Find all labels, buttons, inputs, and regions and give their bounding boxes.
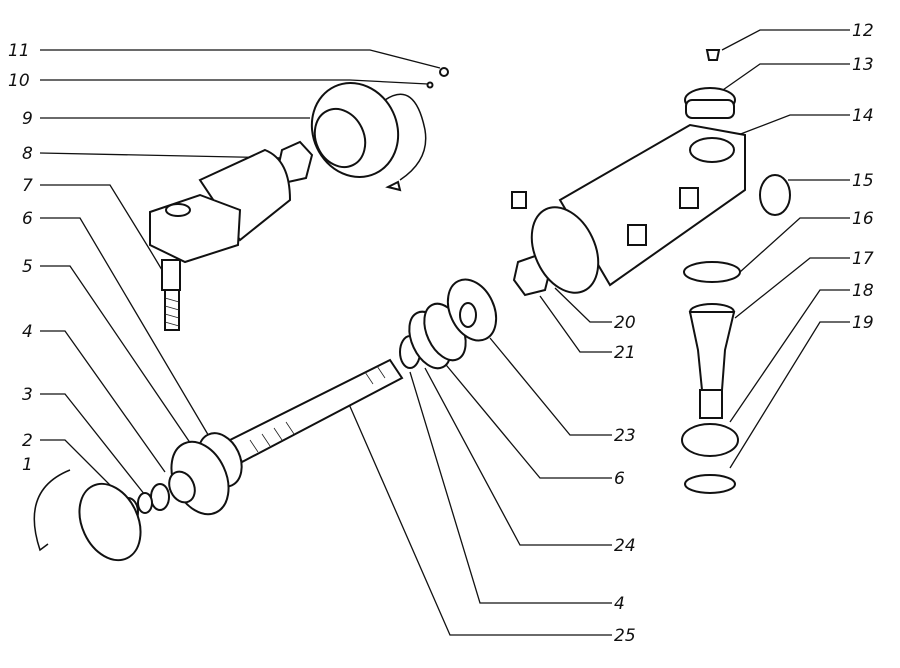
callout-23: 23 [614, 426, 636, 446]
callout-25: 25 [614, 626, 636, 646]
part-16 [683, 261, 741, 283]
part-9 [310, 82, 427, 192]
part-10 [426, 81, 434, 89]
part-12 [705, 49, 721, 61]
callout-10: 10 [8, 71, 30, 91]
callout-18: 18 [852, 281, 874, 301]
part-1 [78, 482, 142, 562]
callout-1: 1 [22, 455, 33, 475]
callout-6-left: 6 [22, 209, 33, 229]
callout-6-right: 6 [614, 469, 625, 489]
callout-11: 11 [8, 41, 30, 61]
callout-9: 9 [22, 109, 33, 129]
part-25 [228, 358, 404, 464]
parts [33, 49, 791, 562]
callout-21: 21 [614, 343, 636, 363]
callout-4-right: 4 [614, 594, 625, 614]
callout-labels: 11 10 9 8 7 6 5 4 3 2 1 12 13 14 15 16 1… [8, 21, 874, 646]
callout-7: 7 [22, 176, 33, 196]
callout-20: 20 [614, 313, 636, 333]
callout-15: 15 [852, 171, 874, 191]
callout-16: 16 [852, 209, 874, 229]
callout-5: 5 [22, 257, 33, 277]
rotation-arrow-left [33, 469, 71, 552]
callout-3: 3 [22, 385, 33, 405]
callout-8: 8 [22, 144, 33, 164]
part-20 [511, 191, 527, 209]
part-7 [149, 148, 292, 331]
part-11 [439, 67, 449, 77]
callout-12: 12 [852, 21, 874, 41]
callout-24: 24 [614, 536, 636, 556]
part-3 [137, 492, 153, 514]
callout-4-left: 4 [22, 322, 33, 342]
callout-14: 14 [852, 106, 874, 126]
part-14 [511, 123, 746, 294]
leader-lines [39, 29, 850, 636]
callout-19: 19 [852, 313, 874, 333]
callout-17: 17 [852, 249, 874, 269]
part-4-left [150, 483, 170, 511]
part-15 [759, 174, 791, 216]
part-18 [681, 423, 739, 457]
callout-2: 2 [22, 431, 33, 451]
callout-13: 13 [852, 55, 874, 75]
part-19 [684, 474, 736, 494]
